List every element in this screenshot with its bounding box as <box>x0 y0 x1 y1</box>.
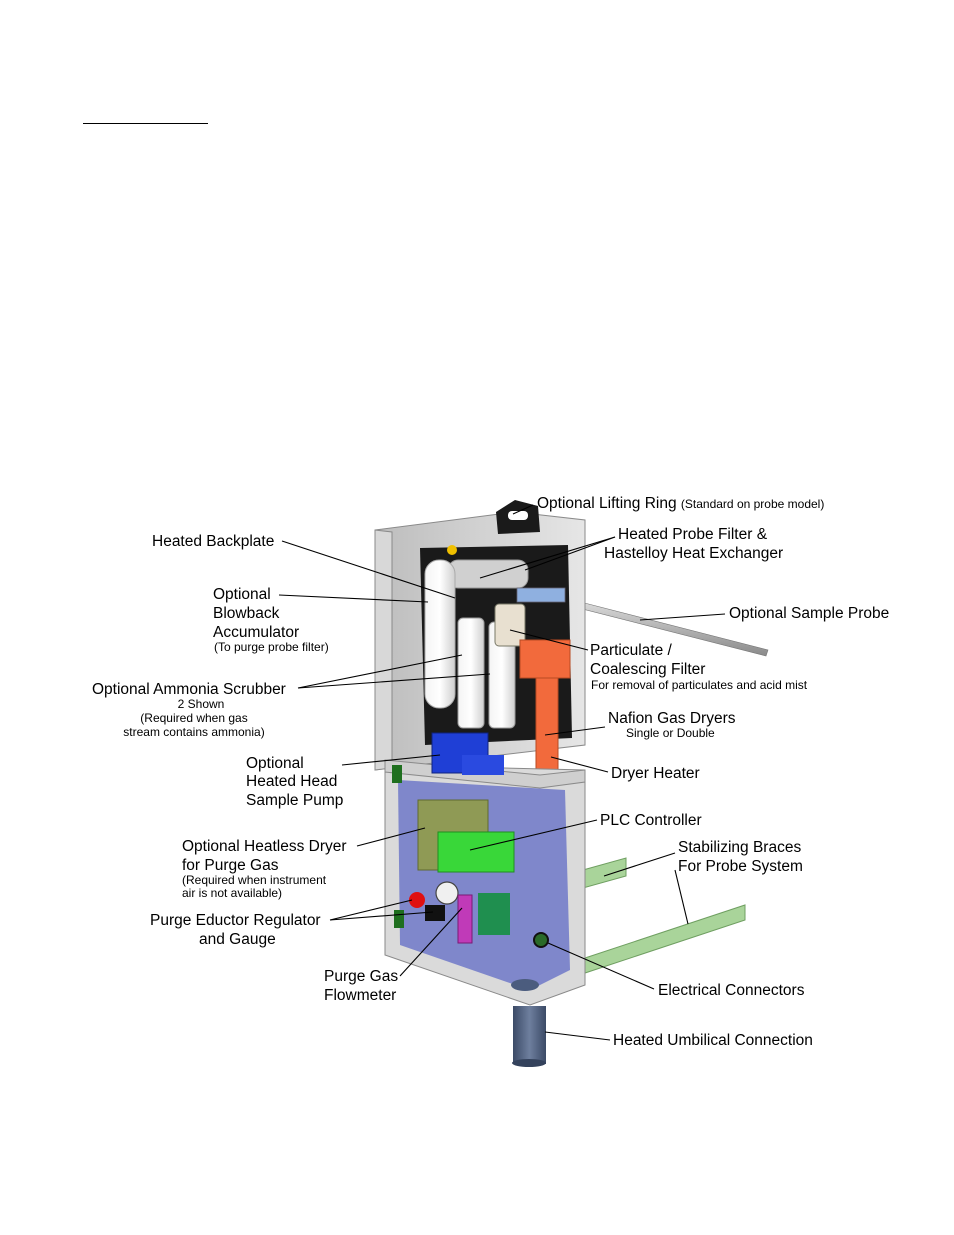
leader-braces-a <box>603 852 676 877</box>
flowmeter-green-block <box>478 893 510 935</box>
label-nafion: Nafion Gas Dryers <box>608 710 736 727</box>
bottom-port <box>511 979 539 991</box>
purge-gas-flowmeter <box>457 894 473 944</box>
leader-pump <box>341 754 441 766</box>
enclosure-illustration <box>374 500 769 1067</box>
label-blowback-line1: Optional <box>213 586 271 603</box>
leader-plc <box>469 819 598 851</box>
lifting-ring-hole <box>508 511 528 520</box>
leader-heated-backplate <box>281 540 456 599</box>
leader-eductor-a <box>329 899 413 921</box>
purge-regulator-body <box>425 905 445 921</box>
probe-filter-block <box>516 587 566 603</box>
label-ammonia-note1: 2 Shown <box>178 697 225 711</box>
label-eductor-line2: and Gauge <box>199 931 276 948</box>
leader-lifting-ring <box>512 504 534 515</box>
upper-door-panel <box>374 529 393 771</box>
label-flowmeter-line2: Flowmeter <box>324 987 396 1004</box>
sample-pump-base <box>462 755 504 775</box>
leader-connectors <box>547 942 655 990</box>
label-braces-line1: Stabilizing Braces <box>678 839 801 856</box>
leader-probe-filter-a <box>479 536 616 579</box>
label-blowback-line3: Accumulator <box>213 624 299 641</box>
leader-heatless <box>356 827 426 847</box>
label-lifting-ring: Optional Lifting Ring (Standard on probe… <box>537 495 824 512</box>
electrical-connector <box>533 932 549 948</box>
callout-labels: Optional Lifting Ring (Standard on probe… <box>92 495 889 1049</box>
label-ammonia-note3: stream contains ammonia) <box>123 725 264 739</box>
label-heatless-note1: (Required when instrument <box>182 873 327 887</box>
label-heatless-note2: air is not available) <box>182 886 282 900</box>
label-umbilical: Heated Umbilical Connection <box>613 1032 813 1049</box>
purge-regulator-red <box>409 892 425 908</box>
label-pump-line1: Optional <box>246 755 304 772</box>
label-ammonia: Optional Ammonia Scrubber <box>92 681 286 698</box>
leader-lines <box>278 504 726 1041</box>
leader-umbilical <box>544 1031 611 1041</box>
leader-eductor-b <box>329 911 434 921</box>
leader-nafion <box>544 726 606 736</box>
plc-controller <box>437 831 515 873</box>
label-sample-probe: Optional Sample Probe <box>729 605 889 622</box>
leader-blowback <box>278 594 429 603</box>
umbilical-pipe-end <box>512 1059 546 1067</box>
label-pump-line2: Heated Head <box>246 773 337 790</box>
label-heated-backplate: Heated Backplate <box>152 533 274 550</box>
label-probe-filter-line1: Heated Probe Filter & <box>618 526 768 543</box>
leader-flowmeter <box>399 907 463 977</box>
umbilical-pipe <box>513 1006 546 1064</box>
label-heatless-line2: for Purge Gas <box>182 857 279 874</box>
label-nafion-note: Single or Double <box>626 726 715 740</box>
leader-braces-b <box>674 869 689 925</box>
label-probe-filter-line2: Hastelloy Heat Exchanger <box>604 545 783 562</box>
heading-underline <box>83 123 208 124</box>
leader-probe-filter-b <box>524 536 616 571</box>
stabilizing-brace-upper <box>582 857 627 889</box>
label-pump-line3: Sample Pump <box>246 792 343 809</box>
dryer-heater-top <box>519 639 571 679</box>
label-eductor-line1: Purge Eductor Regulator <box>150 912 321 929</box>
label-particulate-note: For removal of particulates and acid mis… <box>591 678 808 692</box>
label-braces-line2: For Probe System <box>678 858 803 875</box>
label-blowback-line2: Blowback <box>213 605 280 622</box>
stabilizing-brace-lower <box>584 904 746 974</box>
leader-particulate <box>509 629 589 651</box>
purge-gauge <box>435 881 459 905</box>
leader-ammonia-a <box>297 654 463 689</box>
leader-ammonia-b <box>297 673 491 689</box>
label-heatless-line1: Optional Heatless Dryer <box>182 838 347 855</box>
blowback-accumulator <box>424 559 456 709</box>
label-blowback-note: (To purge probe filter) <box>214 640 329 654</box>
label-flowmeter-line1: Purge Gas <box>324 968 398 985</box>
side-connector-top <box>392 765 402 783</box>
label-particulate-line2: Coalescing Filter <box>590 661 705 678</box>
ammonia-scrubber-1 <box>457 617 485 729</box>
label-ammonia-note2: (Required when gas <box>140 711 247 725</box>
label-plc: PLC Controller <box>600 812 702 829</box>
label-particulate-line1: Particulate / <box>590 642 673 659</box>
leader-dryer-heater <box>550 756 609 773</box>
label-connectors: Electrical Connectors <box>658 982 805 999</box>
ring-yellow-fitting <box>447 545 457 555</box>
side-connector-bottom <box>394 910 404 928</box>
heat-exchanger <box>447 559 529 589</box>
label-dryer-heater: Dryer Heater <box>611 765 700 782</box>
leader-sample-probe <box>639 613 726 621</box>
particulate-filter <box>494 603 526 647</box>
